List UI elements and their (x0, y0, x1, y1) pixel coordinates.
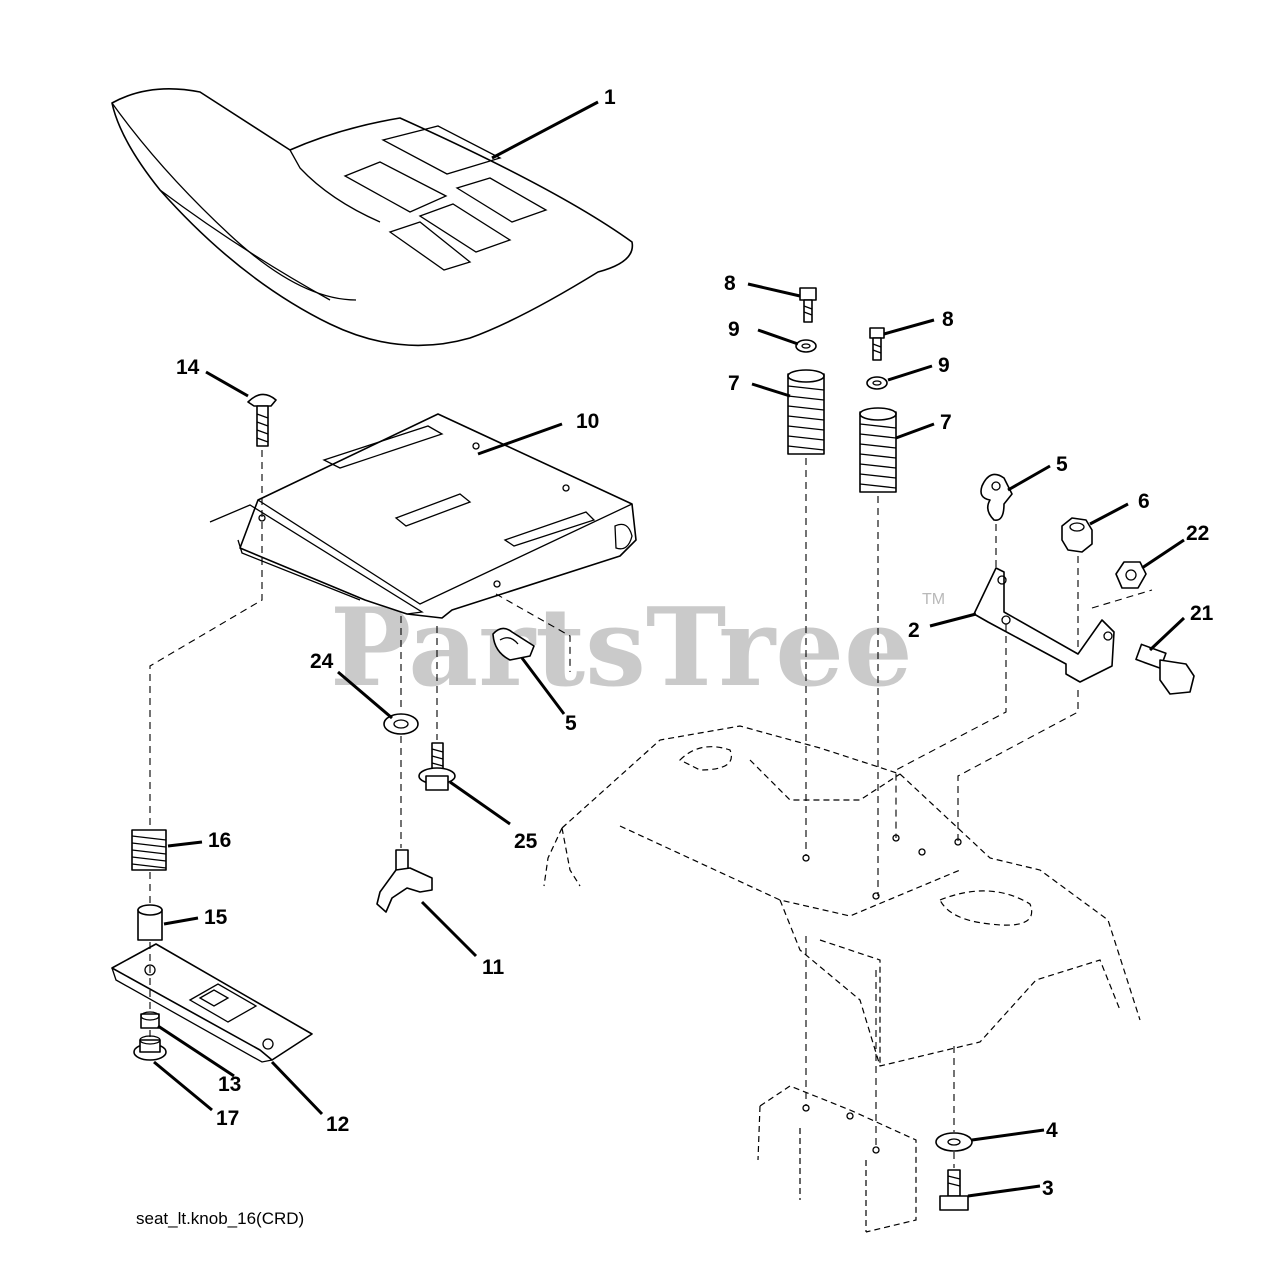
washer-part-24 (383, 713, 419, 735)
diagram-caption: seat_lt.knob_16(CRD) (136, 1209, 305, 1228)
watermark-trademark: TM (922, 591, 945, 608)
callout-9-left: 9 (728, 318, 740, 341)
callout-15: 15 (204, 906, 228, 929)
callout-6: 6 (1138, 490, 1150, 513)
callout-1: 1 (604, 86, 616, 109)
bracket-part-2 (973, 567, 1115, 683)
spring-part-7-left (787, 369, 825, 455)
callout-5-left: 5 (565, 712, 577, 735)
spacer-part (137, 904, 163, 941)
callout-8-left: 8 (724, 272, 736, 295)
callout-11: 11 (482, 956, 505, 979)
clip-part-left (492, 627, 535, 661)
bolt-part-3 (939, 1169, 969, 1211)
callout-16: 16 (208, 829, 231, 852)
knob-part (376, 849, 433, 913)
screw-part-8-right (869, 327, 885, 361)
seat-part (111, 87, 634, 347)
nut-part-22 (1115, 561, 1147, 589)
callout-17: 17 (216, 1107, 239, 1130)
nut-part-6 (1061, 517, 1093, 553)
leader-lines (153, 100, 1186, 1198)
tractor-frame-ghost (543, 725, 1141, 1067)
callout-9-right: 9 (938, 354, 950, 377)
carriage-bolt-part (247, 393, 277, 447)
clip-part-right (980, 473, 1013, 521)
callout-5-right: 5 (1056, 453, 1068, 476)
callout-14: 14 (176, 356, 200, 379)
callout-10: 10 (576, 410, 599, 433)
bolt-part-21 (1135, 643, 1195, 695)
callout-8-right: 8 (942, 308, 954, 331)
bracket-plate-part (111, 943, 313, 1063)
callout-2: 2 (908, 619, 920, 642)
callout-7-right: 7 (940, 411, 952, 434)
callouts: 1 2 3 4 5 5 6 7 7 8 8 9 9 10 11 12 13 14… (176, 86, 1214, 1200)
spring-part-16 (131, 829, 167, 871)
screw-part-8-left (799, 287, 817, 323)
callout-3: 3 (1042, 1177, 1054, 1200)
nut-part-13 (140, 1011, 160, 1029)
callout-7-left: 7 (728, 372, 740, 395)
flange-nut-part (133, 1035, 167, 1061)
callout-13: 13 (218, 1073, 241, 1096)
washer-part-9-left (795, 339, 817, 353)
spring-part-7-right (859, 407, 897, 493)
callout-24: 24 (310, 650, 334, 673)
lower-support-ghost (757, 1085, 917, 1233)
washer-part-9-right (866, 376, 888, 390)
seat-pan-part (209, 413, 637, 619)
assembly-lines (149, 450, 1153, 1168)
washer-part-4 (935, 1132, 973, 1152)
callout-22: 22 (1186, 522, 1209, 545)
callout-21: 21 (1190, 602, 1214, 625)
callout-4: 4 (1046, 1119, 1058, 1142)
shoulder-bolt-part (418, 742, 456, 791)
callout-12: 12 (326, 1113, 349, 1136)
callout-25: 25 (514, 830, 538, 853)
